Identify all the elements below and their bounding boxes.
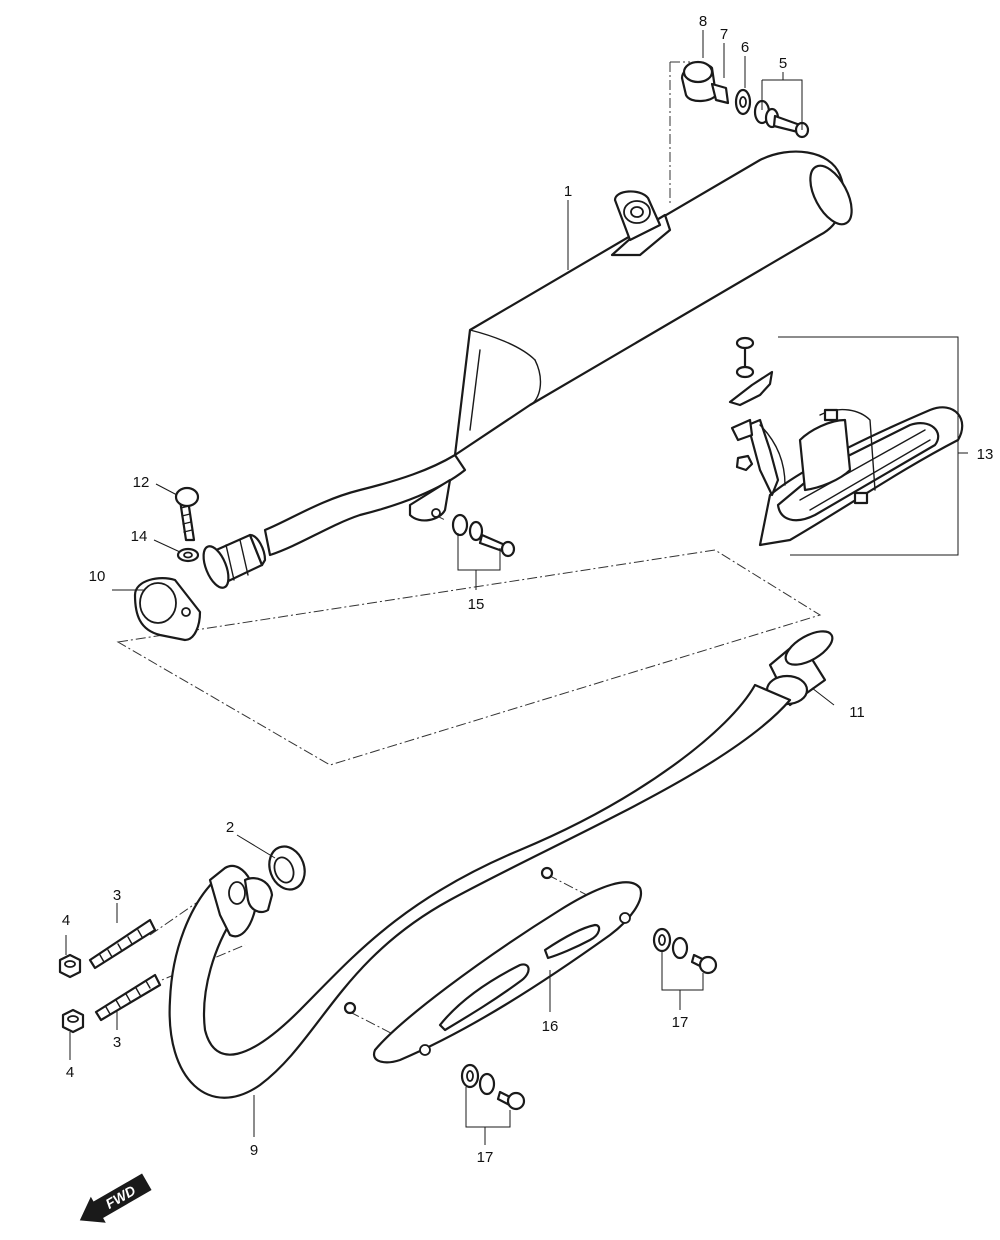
callout-2: 2 <box>226 819 234 836</box>
stud-3-upper <box>88 918 157 970</box>
callout-5: 5 <box>779 55 787 72</box>
callout-6: 6 <box>741 39 749 56</box>
stud-upper <box>540 866 554 880</box>
callout-3-upper: 3 <box>113 887 121 904</box>
callout-1: 1 <box>564 183 572 200</box>
callout-11: 11 <box>849 704 865 721</box>
callout-3-lower: 3 <box>113 1034 121 1051</box>
callout-16: 16 <box>542 1018 559 1035</box>
callout-labels: 1 2 3 3 4 4 5 6 7 8 9 10 11 12 13 14 15 … <box>62 13 994 1166</box>
collar-7 <box>710 82 730 105</box>
callout-17-right: 17 <box>672 1014 689 1031</box>
callout-9: 9 <box>250 1142 258 1159</box>
callout-12: 12 <box>133 474 150 491</box>
muffler-body <box>263 150 853 557</box>
gasket-11 <box>765 630 834 707</box>
bracket-13b <box>746 418 780 497</box>
shield-screws-17-right <box>652 927 718 975</box>
clamp-hardware <box>133 486 202 642</box>
callout-4-lower: 4 <box>66 1064 74 1081</box>
pipe-heat-shield-16 <box>372 881 643 1064</box>
callout-13: 13 <box>977 446 994 463</box>
stud-lower <box>343 1001 357 1015</box>
heat-guard <box>728 336 964 547</box>
callout-14: 14 <box>131 528 148 545</box>
callout-17-lower: 17 <box>477 1149 494 1166</box>
bracket-13a <box>728 370 774 407</box>
callout-8: 8 <box>699 13 707 30</box>
assembly-reference-lines <box>116 61 822 1049</box>
gasket-ring-2 <box>268 845 306 891</box>
callout-4-upper: 4 <box>62 912 70 929</box>
muffler-inlet <box>202 533 267 589</box>
exhaust-pipe-9 <box>168 683 792 1099</box>
mount-bolts-15 <box>451 513 516 558</box>
top-mount-hardware <box>680 60 810 139</box>
callout-10: 10 <box>89 568 106 585</box>
fwd-arrow-icon <box>79 1173 152 1223</box>
leader-lines <box>65 30 968 1145</box>
callout-7: 7 <box>720 26 728 43</box>
shield-screws-17-lower <box>460 1063 526 1111</box>
callout-15: 15 <box>468 596 485 613</box>
studs-and-nuts <box>58 918 162 1034</box>
fwd-direction-badge: FWD <box>79 1173 152 1223</box>
